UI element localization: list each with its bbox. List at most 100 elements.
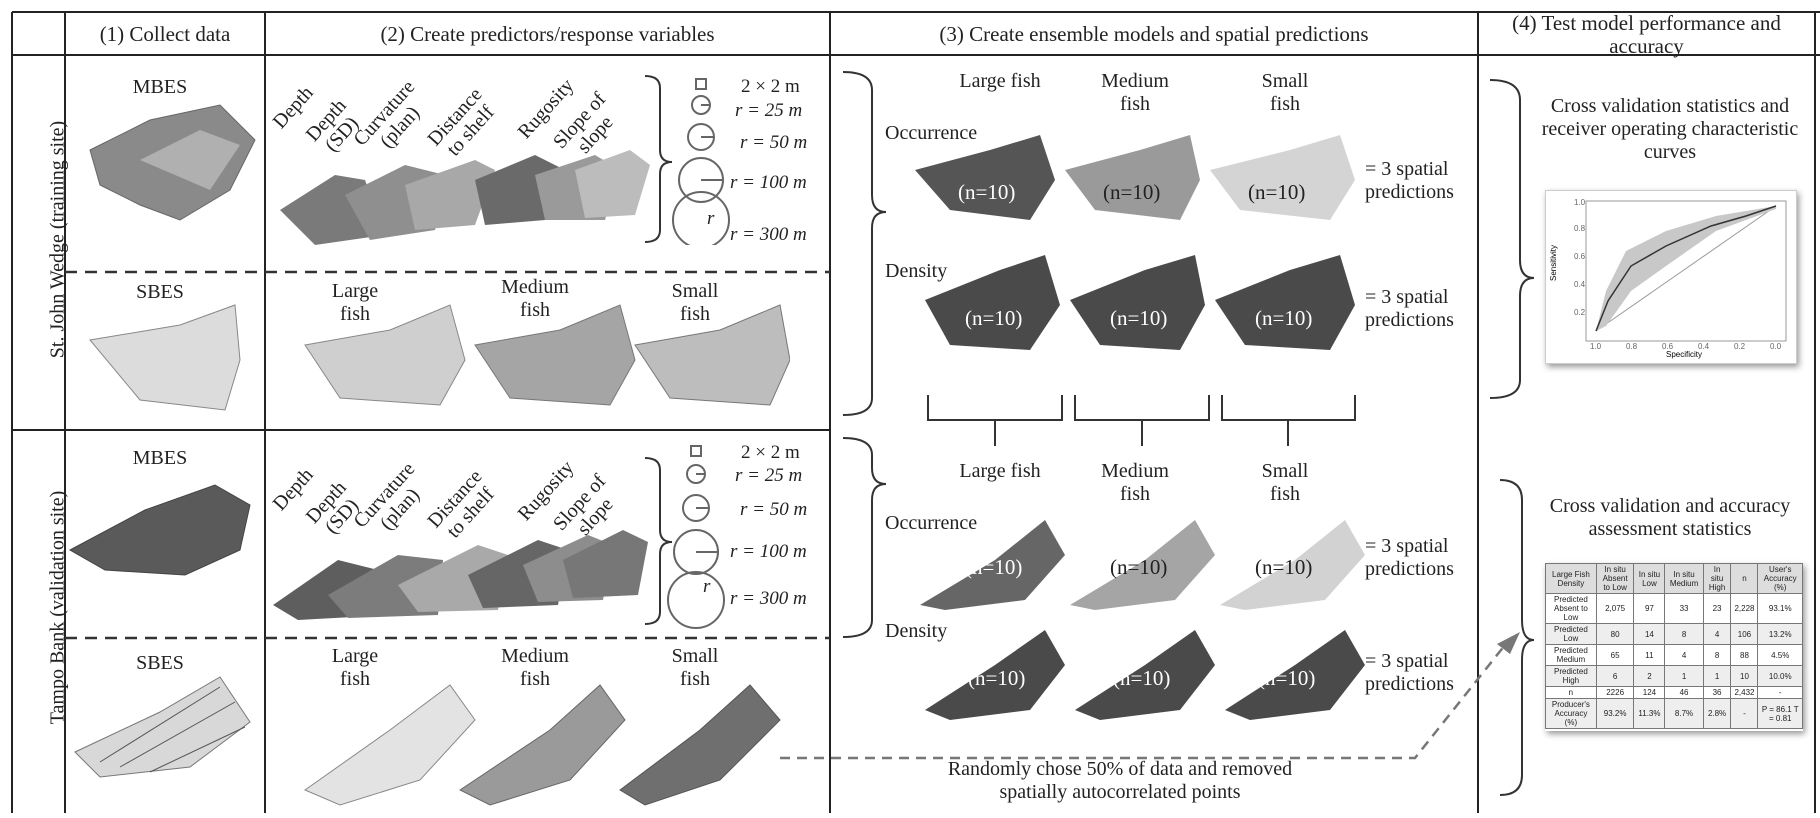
roc-ytick-0: 0.2 [1574,308,1586,317]
acc-h0: Large Fish Density [1545,563,1597,594]
ens-fish-large-top: Large fish [959,70,1041,92]
acc-cell: Predicted Medium [1545,644,1597,666]
acc-h4: In situ High [1702,563,1732,594]
n-occ-medium-bottom: (n=10) [1110,555,1168,579]
acc-cell: Predicted Absent to Low [1545,593,1597,624]
cv-acc-label: Cross validation and accuracy assessment… [1549,495,1791,540]
acc-cell: 65 [1595,644,1635,666]
acc-cell: Predicted High [1545,665,1597,687]
acc-cell: 8.7% [1664,698,1704,729]
acc-cell: 2226 [1595,686,1635,699]
sbes-label-training: SBES [136,281,184,303]
predictor-stack-validation [273,530,648,620]
ens-fish-medium-top: Medium fish [1101,70,1169,115]
acc-cell: 2 [1633,665,1666,687]
acc-cell: 93.1% [1757,593,1803,624]
occurrence-label-bottom: Occurrence [885,512,978,534]
scale-300-validation: r = 300 m [730,588,807,609]
n-den-medium-bottom: (n=10) [1113,666,1171,690]
acc-cell: 23 [1702,593,1732,624]
acc-cell: 2.8% [1702,698,1732,729]
acc-cell: 6 [1595,665,1635,687]
acc-cell: n [1545,686,1597,699]
fish-small-training: Small fish [671,280,719,325]
n-den-small-bottom: (n=10) [1258,666,1316,690]
random-sample-note: Randomly chose 50% of data and removed s… [947,758,1293,803]
acc-cell: 2,432 [1730,686,1759,699]
acc-cell: 8 [1702,644,1732,666]
column-header-test: (4) Test model performance and accuracy [1512,11,1781,59]
acc-cell: 106 [1730,623,1759,645]
roc-xtick-1: 0.8 [1626,342,1638,351]
roc-xtick-5: 0.0 [1770,342,1782,351]
fish-small-validation: Small fish [671,645,719,690]
ens-fish-small-top: Small fish [1261,70,1309,115]
accuracy-table-panel: Large Fish Density In situ Absent to Low… [1545,563,1803,731]
acc-cell: 88 [1730,644,1759,666]
acc-h5: n [1730,563,1759,594]
acc-cell: 124 [1633,686,1666,699]
acc-cell: 1 [1664,665,1704,687]
acc-cell: 1 [1702,665,1732,687]
mbes-map-validation [68,484,251,576]
acc-cell: 4 [1664,644,1704,666]
column-header-collect: (1) Collect data [99,22,231,46]
mbes-label-validation: MBES [132,447,188,469]
result-den-bottom: = 3 spatial predictions [1365,650,1454,695]
occurrence-label-top: Occurrence [885,122,978,144]
n-occ-small-bottom: (n=10) [1255,555,1313,579]
acc-cell: - [1757,686,1803,699]
acc-h6: User's Accuracy (%) [1757,563,1803,594]
acc-cell: 11 [1633,644,1666,666]
scale-100-training: r = 100 m [730,172,807,193]
mbes-map-training [89,104,256,221]
roc-xtick-3: 0.4 [1698,342,1710,351]
acc-cell: 2,075 [1595,593,1635,624]
result-den-top: = 3 spatial predictions [1365,286,1454,331]
n-den-small-top: (n=10) [1255,306,1313,330]
acc-cell: 97 [1633,593,1666,624]
acc-cell: - [1730,698,1759,729]
ens-fish-large-bottom: Large fish [959,460,1041,482]
roc-ylabel: Sensitivity [1549,245,1558,281]
n-den-large-bottom: (n=10) [968,666,1026,690]
roc-ytick-3: 0.8 [1574,224,1586,233]
n-den-large-top: (n=10) [965,306,1023,330]
acc-cell: 36 [1702,686,1732,699]
acc-cell: 4.5% [1757,644,1803,666]
ensemble-maps-validation [920,520,1365,720]
roc-ytick-2: 0.6 [1574,252,1586,261]
acc-cell: Producer's Accuracy (%) [1545,698,1597,729]
n-occ-large-top: (n=10) [958,180,1016,204]
acc-cell: 33 [1664,593,1704,624]
acc-cell: 13.2% [1757,623,1803,645]
ensemble-maps-training [915,135,1355,350]
scale-50-training: r = 50 m [740,132,808,153]
acc-cell: 93.2% [1595,698,1635,729]
roc-xtick-4: 0.2 [1734,342,1746,351]
site-label-validation: Tampo Bank (validation site) [46,490,69,725]
n-den-medium-top: (n=10) [1110,306,1168,330]
roc-ytick-1: 0.4 [1574,280,1586,289]
acc-cell: 80 [1595,623,1635,645]
acc-cell: 10.0% [1757,665,1803,687]
table-row: Producer's Accuracy (%)93.2%11.3%8.7%2.8… [1545,698,1803,729]
acc-cell: 46 [1664,686,1704,699]
fish-medium-training: Medium fish [501,276,569,321]
density-label-bottom: Density [885,620,948,642]
scale-100-validation: r = 100 m [730,541,807,562]
scale-icons-validation [667,445,725,629]
scale-r-validation: r [703,576,711,597]
n-occ-small-top: (n=10) [1248,180,1306,204]
ens-fish-small-bottom: Small fish [1261,460,1309,505]
acc-cell: 2,228 [1730,593,1759,624]
site-label-training: St. John Wedge (training site) [46,120,69,359]
scale-25-validation: r = 25 m [735,465,803,486]
density-label-top: Density [885,260,948,282]
